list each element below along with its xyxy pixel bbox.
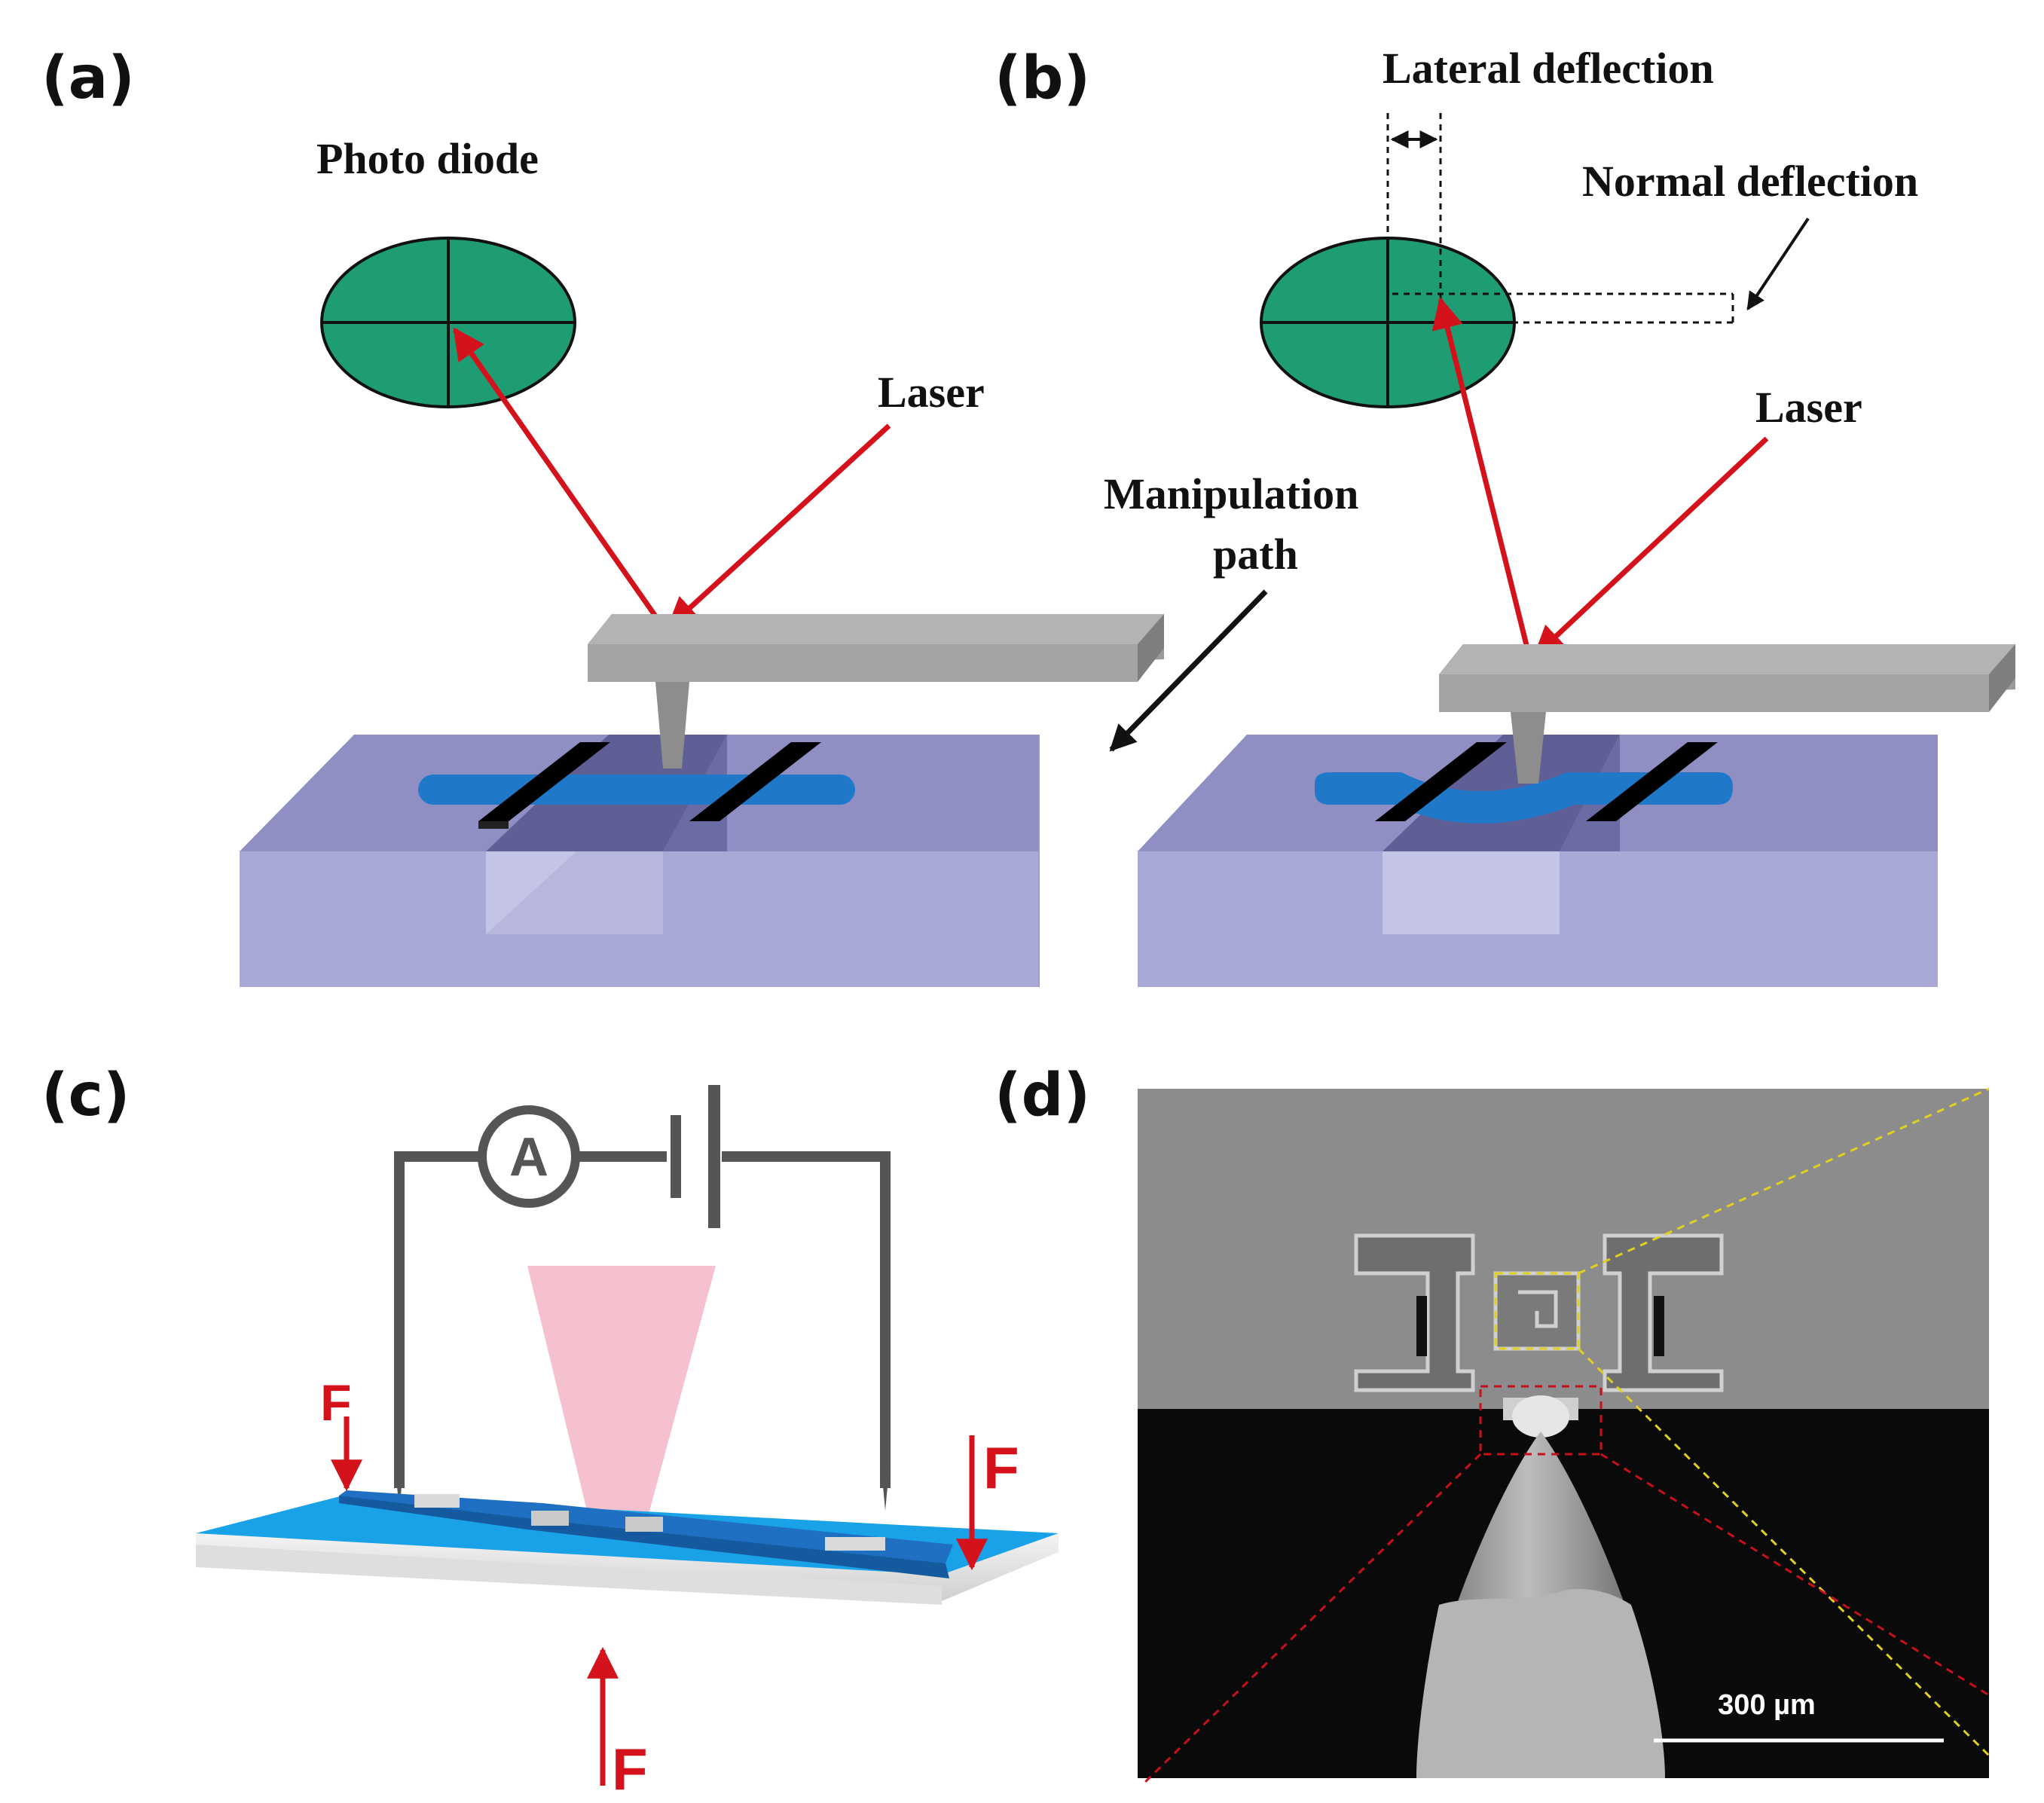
- normal-deflection-label: Normal deflection: [1582, 157, 1918, 206]
- electrode-right-b: [1586, 742, 1718, 821]
- force-left: F: [320, 1374, 362, 1492]
- panel-d: 300 µm: [1138, 1087, 1991, 1787]
- sem-probe-tip: [1416, 1432, 1665, 1778]
- light-cone: [527, 1266, 716, 1545]
- sample-wire-b: [1315, 772, 1733, 824]
- cantilever-b: [1439, 644, 2015, 784]
- panel-b: Lateral deflection Normal deflection Las…: [1138, 44, 2015, 987]
- manipulation-label-line1: Manipulation: [1104, 469, 1358, 518]
- panel-label-b: (b): [995, 44, 1090, 112]
- force-label-bottom: F: [612, 1736, 648, 1802]
- force-right: F: [956, 1435, 1019, 1571]
- force-bottom: F: [587, 1646, 648, 1802]
- photodiode-label: Photo diode: [316, 134, 539, 183]
- normal-deflection-arrow: [1746, 217, 1810, 310]
- zoom-lines-red: [1140, 1385, 1990, 1787]
- panel-label-c: (c): [41, 1062, 130, 1129]
- panel-a: Photo diode Laser: [240, 134, 1358, 987]
- mems-device: [1354, 1233, 1724, 1438]
- flexible-strip: [339, 1490, 953, 1578]
- circuit-wires: [394, 1151, 891, 1488]
- battery: [671, 1085, 720, 1228]
- panel-c: A F F: [196, 1085, 1059, 1802]
- laser-beam-b: [1431, 296, 1769, 658]
- photodiode: [320, 237, 576, 408]
- sample-wire-a: [418, 775, 855, 805]
- electrode-left-a: [478, 742, 610, 829]
- laser-label-b: Laser: [1755, 383, 1862, 432]
- laser-beam-a: [453, 327, 891, 629]
- substrate-a: [240, 735, 1040, 987]
- force-label-right: F: [983, 1435, 1019, 1501]
- ammeter-label: A: [509, 1127, 548, 1187]
- lateral-deflection-label: Lateral deflection: [1383, 44, 1714, 93]
- electrode-left-b: [1375, 742, 1507, 821]
- cantilever-a: [588, 614, 1164, 769]
- electrode-right-a: [689, 742, 821, 821]
- ammeter: A: [478, 1105, 580, 1208]
- laser-label-a: Laser: [878, 368, 985, 417]
- lateral-deflection-indicator: [1386, 113, 1442, 322]
- force-label-left: F: [320, 1374, 352, 1432]
- probe-right: [880, 1454, 891, 1511]
- manipulation-label-line2: path: [1213, 530, 1298, 579]
- probe-left: [394, 1454, 405, 1511]
- manipulation-arrow: [1109, 589, 1268, 752]
- panel-label-d: (d): [995, 1062, 1090, 1129]
- sem-upper-region: [1138, 1089, 1989, 1409]
- scale-bar-label: 300 µm: [1718, 1689, 1816, 1721]
- panel-label-a: (a): [41, 44, 135, 112]
- zoom-lines-yellow: [1494, 1087, 1991, 1757]
